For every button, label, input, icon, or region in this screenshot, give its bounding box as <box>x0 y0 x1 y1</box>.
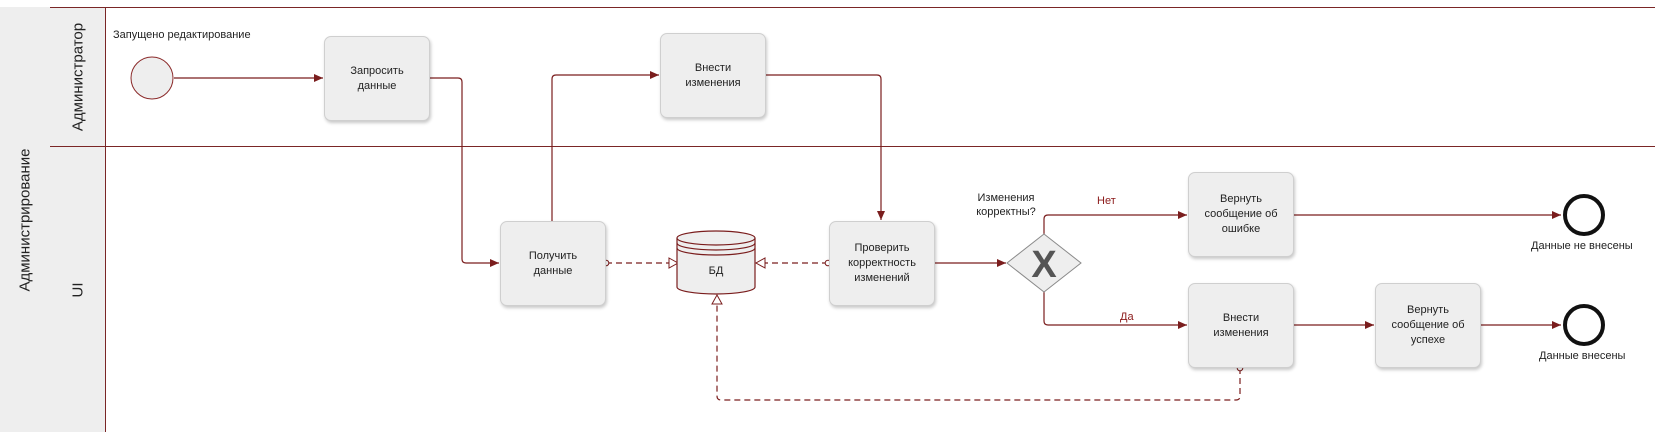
flow-get-to-change <box>551 71 659 221</box>
end-event-saved[interactable] <box>1563 304 1605 346</box>
start-event-circle[interactable] <box>130 56 174 100</box>
end-event-not-saved[interactable] <box>1563 194 1605 236</box>
datastore-label: БД <box>709 265 724 277</box>
pool-frame <box>0 7 1655 433</box>
task-apply-changes[interactable]: Внести изменения <box>1188 283 1294 368</box>
flow-label-yes: Да <box>1120 311 1134 323</box>
lane-divider <box>105 146 1655 147</box>
task-request-data[interactable]: Запросить данные <box>324 36 430 121</box>
flow-gateway-no <box>1043 211 1187 234</box>
gateway-question: Изменения корректны? <box>976 192 1036 219</box>
start-event-label: Запущено редактирование <box>113 29 251 41</box>
flow-request-to-get <box>430 77 499 267</box>
lane-header-admin: Администратор <box>50 8 106 147</box>
pool-header: Администрирование <box>0 7 51 432</box>
exclusive-gateway[interactable]: X <box>1006 233 1082 293</box>
datastore-db[interactable]: БД <box>676 230 756 295</box>
flow-gateway-yes <box>1043 292 1187 329</box>
end-event-not-saved-label: Данные не внесены <box>1531 240 1633 252</box>
task-check-changes[interactable]: Проверить корректность изменений <box>829 221 935 306</box>
end-event-saved-label: Данные внесены <box>1539 350 1626 362</box>
assoc-apply-to-db <box>711 293 1244 401</box>
task-get-data[interactable]: Получить данные <box>500 221 606 306</box>
task-return-error[interactable]: Вернуть сообщение об ошибке <box>1188 172 1294 257</box>
flow-change-to-check <box>766 74 885 220</box>
lane-header-ui: UI <box>50 147 106 432</box>
task-make-changes-admin[interactable]: Внести изменения <box>660 33 766 118</box>
flow-label-no: Нет <box>1097 195 1116 207</box>
task-return-success[interactable]: Вернуть сообщение об успехе <box>1375 283 1481 368</box>
gateway-symbol: X <box>1031 244 1057 286</box>
